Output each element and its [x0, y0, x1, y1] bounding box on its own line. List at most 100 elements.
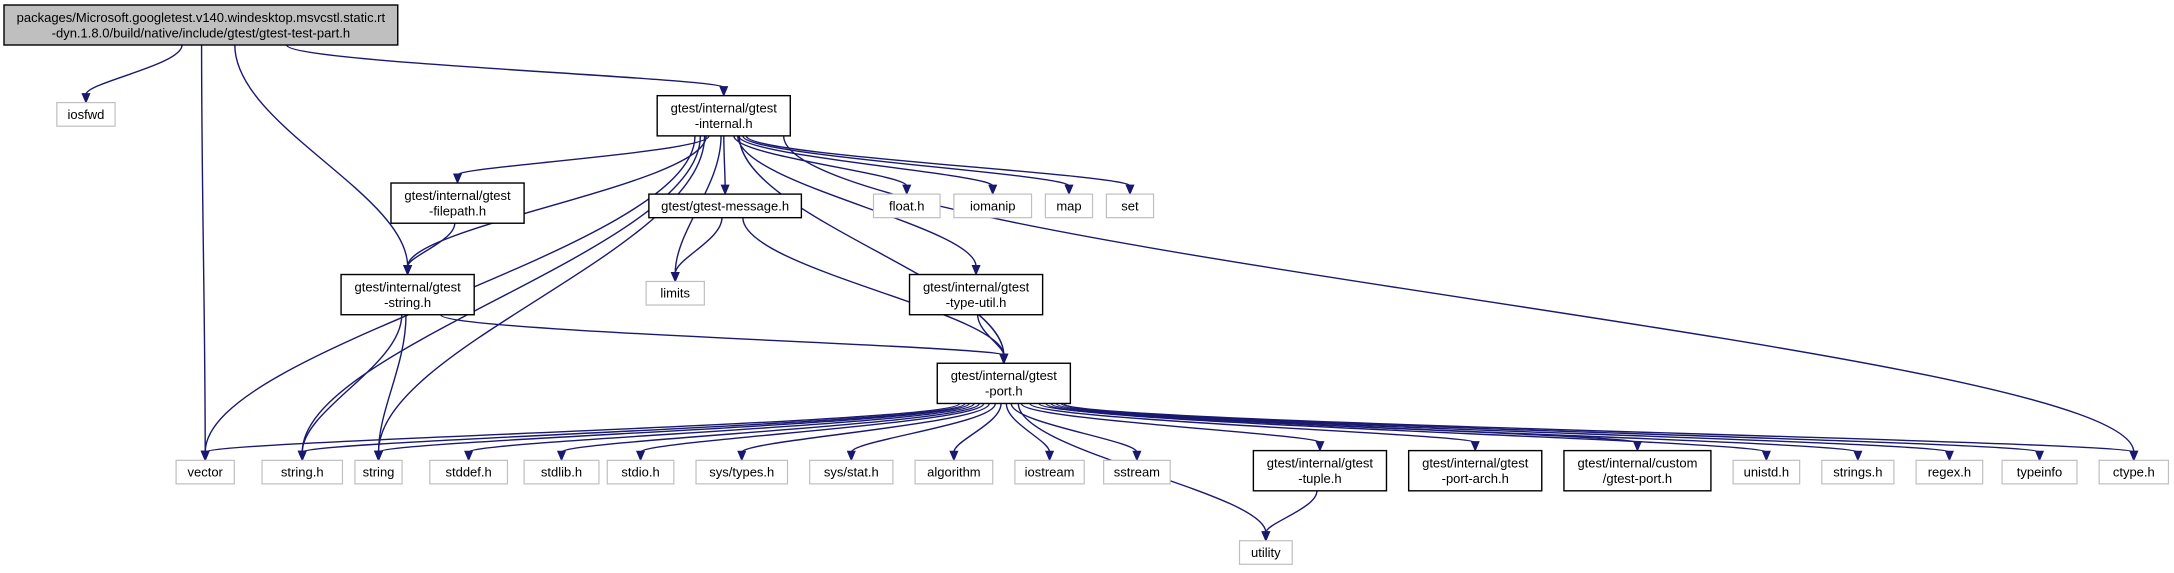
edge-internal-to-string — [377, 135, 706, 453]
node-gstring-label-line-1: -string.h — [384, 295, 431, 310]
node-systypes-box — [695, 459, 789, 485]
edge-port-to-tuple — [1020, 402, 1321, 444]
arrowhead-port-to-ctype — [2129, 450, 2139, 462]
arrowhead-internal-to-map — [1064, 184, 1074, 196]
node-port[interactable]: gtest/internal/gtest-port.h — [936, 362, 1072, 405]
edge-port-to-portarch — [1029, 402, 1476, 444]
node-regex: regex.h — [1915, 459, 1984, 485]
arrowhead-port-to-customport — [1632, 441, 1642, 452]
node-customport-box — [1563, 449, 1712, 492]
arrowhead-filepath-to-gstring — [403, 265, 413, 276]
node-map-box — [1044, 193, 1094, 219]
edge-port-to-stdlib — [560, 402, 980, 453]
arrowhead-port-to-regex — [1944, 450, 1954, 462]
node-set-label-line-0: set — [1121, 198, 1139, 213]
arrowhead-message-to-limits — [670, 271, 680, 283]
arrowhead-port-to-sstream — [1132, 450, 1142, 462]
node-root-box — [3, 4, 399, 46]
node-strings-label-line-0: strings.h — [1833, 465, 1882, 480]
node-gstring[interactable]: gtest/internal/gtest-string.h — [340, 273, 475, 316]
arrowhead-port-to-tuple — [1315, 441, 1325, 452]
edge-port-to-stddef — [467, 402, 975, 453]
edge-internal-to-ctype — [782, 135, 2135, 453]
arrowhead-port-to-stdlib — [556, 450, 567, 462]
node-limits-box — [645, 280, 705, 306]
node-string: string — [354, 459, 403, 485]
node-stringh-box — [261, 459, 344, 485]
node-portarch-box — [1407, 449, 1543, 492]
node-set-box — [1105, 193, 1155, 219]
arrowhead-internal-to-typeutil — [971, 265, 981, 276]
edge-port-to-stringh — [301, 402, 966, 453]
edge-tuple-to-utility — [1265, 490, 1318, 534]
edge-internal-to-set — [745, 135, 1131, 187]
arrowhead-port-to-vector — [200, 450, 210, 462]
node-sstream-label-line-0: sstream — [1114, 465, 1160, 480]
edge-message-to-limits — [674, 217, 723, 274]
node-map-label-line-0: map — [1056, 198, 1081, 213]
node-utility-box — [1238, 540, 1293, 565]
arrowhead-typeutil-to-port — [999, 353, 1009, 365]
node-iostream: iostream — [1014, 459, 1085, 485]
node-internal[interactable]: gtest/internal/gtest-internal.h — [656, 94, 791, 137]
edge-internal-to-gstring — [406, 135, 707, 267]
node-filepath-label-line-0: gtest/internal/gtest — [404, 188, 511, 203]
edge-gstring-to-stringh — [301, 314, 403, 453]
node-utility-label-line-0: utility — [1251, 545, 1281, 560]
node-iostream-box — [1014, 459, 1085, 485]
node-stringh-label-line-0: string.h — [281, 465, 324, 480]
node-message-box — [648, 193, 803, 219]
node-map: map — [1044, 193, 1094, 219]
edge-filepath-to-gstring — [406, 223, 456, 267]
arrowhead-internal-to-set — [1125, 184, 1135, 196]
node-ctype-box — [2098, 459, 2170, 485]
node-iosfwd-box — [56, 101, 116, 127]
node-float-box — [872, 193, 941, 219]
edge-port-to-strings — [1050, 402, 1859, 453]
node-port-box — [936, 362, 1072, 405]
node-customport[interactable]: gtest/internal/custom/gtest-port.h — [1563, 449, 1712, 492]
node-vector-label-line-0: vector — [187, 465, 223, 480]
node-iosfwd-label-line-0: iosfwd — [68, 107, 105, 122]
node-vector: vector — [175, 459, 235, 485]
node-sysstat-label-line-0: sys/stat.h — [824, 465, 879, 480]
node-ctype-label-line-0: ctype.h — [2113, 465, 2155, 480]
node-message[interactable]: gtest/gtest-message.h — [648, 193, 803, 219]
node-filepath[interactable]: gtest/internal/gtest-filepath.h — [390, 182, 525, 224]
arrowhead-port-to-stddef — [464, 450, 474, 462]
arrowhead-internal-to-iomanip — [988, 184, 998, 196]
edge-root-to-internal — [285, 44, 725, 89]
arrowhead-internal-to-message — [720, 184, 730, 196]
node-typeutil-label-line-0: gtest/internal/gtest — [923, 279, 1030, 294]
edge-internal-to-port — [738, 135, 1005, 356]
node-stddef-label-line-0: stddef.h — [445, 465, 491, 480]
node-iosfwd: iosfwd — [56, 101, 116, 127]
node-internal-box — [656, 94, 791, 137]
node-iomanip: iomanip — [953, 193, 1033, 219]
node-typeutil[interactable]: gtest/internal/gtest-type-util.h — [908, 273, 1044, 316]
node-filepath-box — [390, 182, 525, 224]
arrowhead-root-to-iosfwd — [81, 93, 91, 104]
node-limits-label-line-0: limits — [660, 286, 690, 301]
node-iostream-label-line-0: iostream — [1025, 465, 1075, 480]
edge-port-to-sstream — [1010, 403, 1138, 453]
node-stdlib-box — [523, 459, 600, 485]
node-sysstat-box — [809, 459, 894, 485]
node-string-label-line-0: string — [363, 465, 395, 480]
arrowhead-port-to-sysstat — [846, 450, 856, 462]
node-tuple-label-line-1: -tuple.h — [1298, 471, 1341, 486]
node-gstring-label-line-0: gtest/internal/gtest — [355, 279, 462, 294]
arrowhead-internal-to-filepath — [452, 173, 463, 185]
node-portarch[interactable]: gtest/internal/gtest-port-arch.h — [1407, 449, 1543, 492]
node-tuple[interactable]: gtest/internal/gtest-tuple.h — [1252, 449, 1388, 492]
arrowhead-tuple-to-utility — [1261, 531, 1271, 543]
node-sysstat: sys/stat.h — [809, 459, 894, 485]
node-utility: utility — [1238, 540, 1293, 565]
node-root[interactable]: packages/Microsoft.googletest.v140.winde… — [3, 4, 399, 46]
edge-port-to-regex — [1055, 402, 1951, 453]
node-stddef: stddef.h — [429, 459, 509, 485]
node-strings-box — [1821, 459, 1895, 485]
arrowhead-port-to-systypes — [737, 450, 747, 462]
node-algorithm: algorithm — [914, 459, 994, 485]
node-regex-label-line-0: regex.h — [1928, 465, 1971, 480]
